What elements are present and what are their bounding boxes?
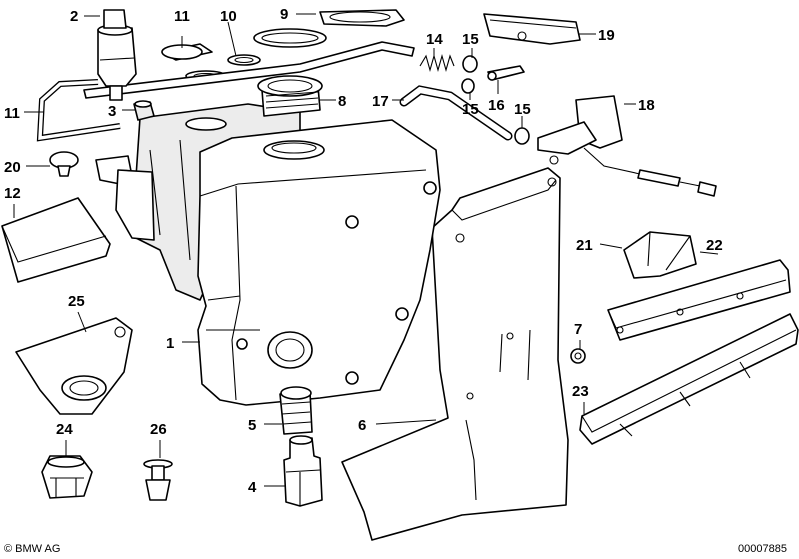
callout-21: 21 — [576, 237, 593, 254]
part-13-hose — [36, 79, 121, 142]
callout-4: 4 — [248, 479, 257, 496]
callout-8: 8 — [338, 93, 346, 110]
callout-2: 2 — [70, 8, 78, 25]
part-9-seal — [253, 9, 405, 48]
part-11-cap — [161, 43, 213, 61]
callout-15-top: 15 — [462, 31, 479, 48]
callout-24: 24 — [56, 421, 73, 438]
drawing-number: 00007885 — [738, 543, 787, 555]
part-6-shield — [341, 167, 569, 541]
part-10-seal — [227, 54, 261, 66]
part-22-rail — [607, 259, 791, 341]
callout-6: 6 — [358, 417, 366, 434]
callout-14: 14 — [426, 31, 443, 48]
callout-15-middle: 15 — [462, 101, 479, 118]
part-15-clamps — [461, 55, 530, 145]
part-8-filler-neck — [257, 75, 323, 117]
part-18-switch — [537, 95, 717, 197]
callout-15-bottom: 15 — [514, 101, 531, 118]
vent-hose — [83, 41, 415, 99]
callout-13: 11 — [4, 105, 20, 122]
part-12-pad — [1, 197, 111, 283]
callout-25: 25 — [68, 293, 85, 310]
callout-1: 1 — [166, 335, 174, 352]
part-21-holder — [623, 231, 697, 279]
part-2-pump — [97, 9, 137, 101]
part-5-sleeve — [279, 386, 313, 435]
part-19-sensor — [483, 13, 581, 45]
callout-11: 11 — [174, 8, 190, 25]
part-14-spring — [419, 53, 455, 73]
callout-26: 26 — [150, 421, 167, 438]
callout-16: 16 — [488, 97, 505, 114]
part-23-strip — [579, 313, 799, 445]
part-4-pump — [283, 435, 323, 507]
part-3-grommet — [133, 100, 155, 121]
part-25-bracket — [15, 317, 133, 415]
part-7-nut — [570, 348, 586, 364]
part-17-hose — [399, 85, 513, 141]
callout-9: 9 — [280, 6, 288, 23]
callout-23: 23 — [572, 383, 589, 400]
callout-numbers: 2 11 3 11 10 9 8 14 15 15 16 15 17 18 19… — [4, 6, 723, 496]
callout-18: 18 — [638, 97, 655, 114]
callout-22: 22 — [706, 237, 723, 254]
part-24-rivet — [41, 455, 93, 499]
leader-lines — [13, 13, 719, 487]
copyright-text: © BMW AG — [4, 543, 60, 555]
callout-3: 3 — [108, 103, 116, 120]
callout-12: 12 — [4, 185, 21, 202]
part-1-reservoir — [95, 103, 441, 406]
callout-10: 10 — [220, 8, 237, 25]
part-26-clip — [143, 459, 173, 501]
callout-19: 19 — [598, 27, 615, 44]
part-16-connector — [487, 65, 525, 81]
callout-7: 7 — [574, 321, 582, 338]
callout-17: 17 — [372, 93, 389, 110]
callout-20: 20 — [4, 159, 21, 176]
part-20-plug — [49, 151, 79, 177]
callout-5: 5 — [248, 417, 256, 434]
